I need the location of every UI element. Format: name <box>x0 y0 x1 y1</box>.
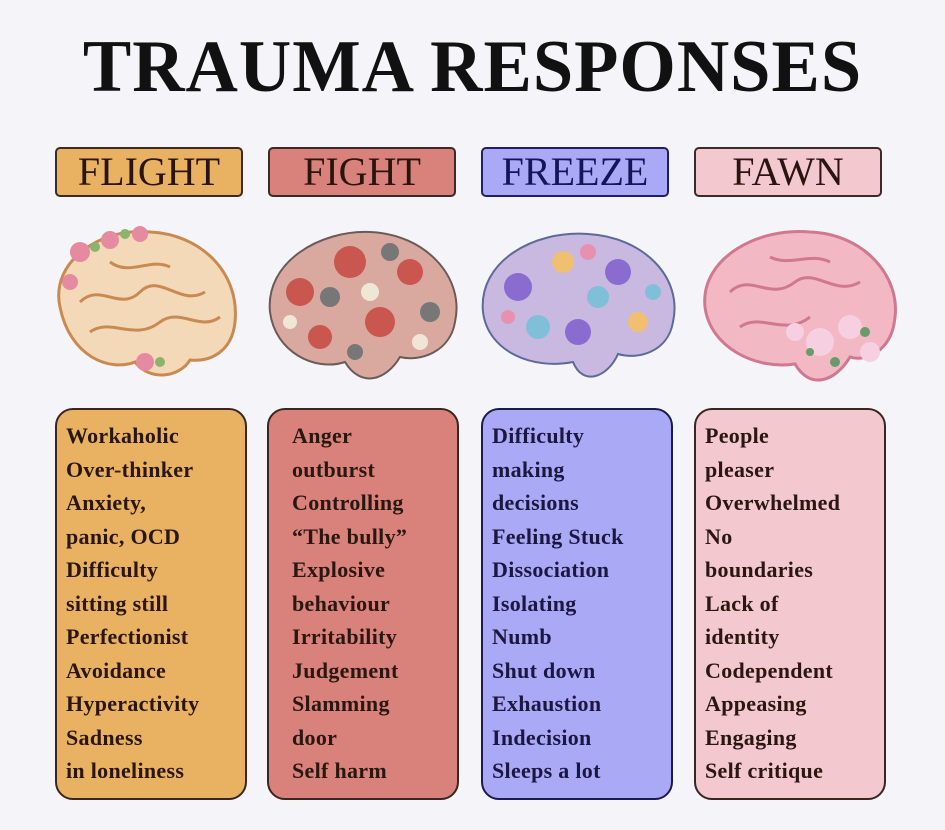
fawn-item: identity <box>705 624 780 649</box>
fawn-item: Overwhelmed <box>705 490 841 515</box>
fawn-brain-illustration <box>703 229 897 382</box>
flight-item: sitting still <box>66 590 169 616</box>
fight-item: Explosive <box>292 557 386 582</box>
fawn-item: Engaging <box>705 724 797 750</box>
freeze-item: making <box>492 456 565 482</box>
freeze-item: Dissociation <box>492 557 610 582</box>
freeze-item: Feeling Stuck <box>492 523 624 549</box>
fight-item: “The bully” <box>292 523 408 549</box>
fawn-item: boundaries <box>705 557 814 582</box>
flight-item: Workaholic <box>66 423 180 448</box>
fawn-item: No <box>705 523 733 549</box>
freeze-item: Difficulty <box>492 423 585 448</box>
fight-item: Slamming <box>292 691 390 716</box>
fawn-item: Self critique <box>705 758 824 783</box>
flight-item: Hyperactivity <box>66 691 200 716</box>
fawn-item: Codependent <box>705 657 833 683</box>
fight-brain-illustration <box>268 230 458 380</box>
flight-item: in loneliness <box>66 758 185 783</box>
freeze-item: Numb <box>492 624 552 649</box>
fight-header: FIGHT <box>268 147 456 197</box>
freeze-item: Isolating <box>492 590 577 616</box>
fight-item: Irritability <box>292 624 398 649</box>
fight-item: behaviour <box>292 590 391 616</box>
fawn-header: FAWN <box>694 147 882 197</box>
flight-header: FLIGHT <box>55 147 243 197</box>
flight-item: Sadness <box>66 724 143 750</box>
fawn-item: People <box>705 423 770 448</box>
flight-item: Anxiety, <box>66 490 147 515</box>
fight-item: Anger <box>292 423 353 448</box>
fawn-item: Appeasing <box>705 691 807 716</box>
flight-brain-illustration <box>57 226 237 377</box>
fight-item: Judgement <box>292 657 399 683</box>
flight-item: Over-thinker <box>66 456 194 482</box>
fight-item: Controlling <box>292 490 404 515</box>
page-title: TRAUMA RESPONSES <box>82 26 863 108</box>
freeze-brain-illustration <box>481 232 676 378</box>
freeze-item: Exhaustion <box>492 691 602 716</box>
freeze-header: FREEZE <box>481 147 669 197</box>
freeze-item: Indecision <box>492 724 592 750</box>
freeze-item: Sleeps a lot <box>492 758 601 783</box>
flight-item: Avoidance <box>66 657 167 683</box>
fawn-item: Lack of <box>705 590 779 616</box>
fight-item: door <box>292 724 338 750</box>
freeze-item: decisions <box>492 490 580 515</box>
fawn-item: pleaser <box>705 456 775 482</box>
freeze-item: Shut down <box>492 657 596 683</box>
fight-item: Self harm <box>292 758 387 783</box>
flight-item: Perfectionist <box>66 624 189 649</box>
fight-item: outburst <box>292 456 376 482</box>
flight-item: panic, OCD <box>66 523 181 549</box>
flight-item: Difficulty <box>66 557 159 582</box>
